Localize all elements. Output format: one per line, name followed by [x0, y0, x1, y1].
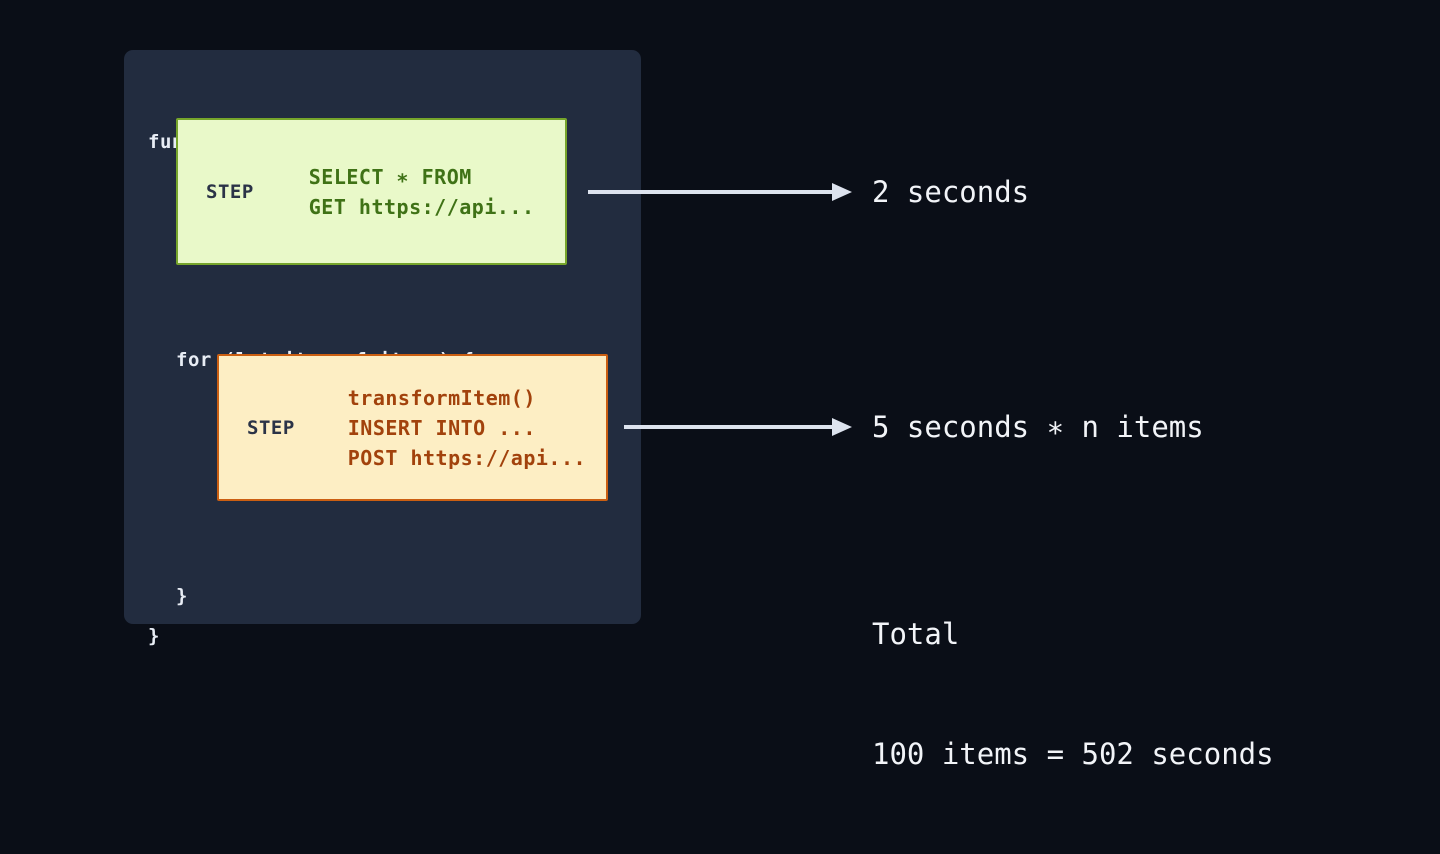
arrow-right-icon: [588, 183, 852, 201]
step-box-loop-body[interactable]: STEP transformItem() INSERT INTO ... POS…: [217, 354, 608, 501]
total-heading: Total: [872, 617, 960, 651]
total-value: 100 items = 502 seconds: [872, 737, 1274, 771]
step-label: STEP: [206, 180, 254, 203]
annotation-label-step-1: 2 seconds: [872, 175, 1030, 209]
diagram-canvas: function () { for (let item of items) { …: [124, 50, 1274, 771]
total-block: Total 100 items = 502 seconds: [872, 534, 1274, 854]
step-code-text: SELECT ∗ FROM GET https://api...: [308, 164, 535, 219]
step-code-text: transformItem() INSERT INTO ... POST htt…: [347, 385, 587, 470]
code-line-closing-brace-outer: }: [148, 625, 160, 647]
annotation-label-step-2: 5 seconds ∗ n items: [872, 410, 1204, 444]
arrow-right-icon: [624, 418, 852, 436]
step-box-query[interactable]: STEP SELECT ∗ FROM GET https://api...: [176, 118, 567, 265]
code-line-closing-brace-inner: }: [176, 585, 188, 607]
step-label: STEP: [247, 416, 295, 439]
